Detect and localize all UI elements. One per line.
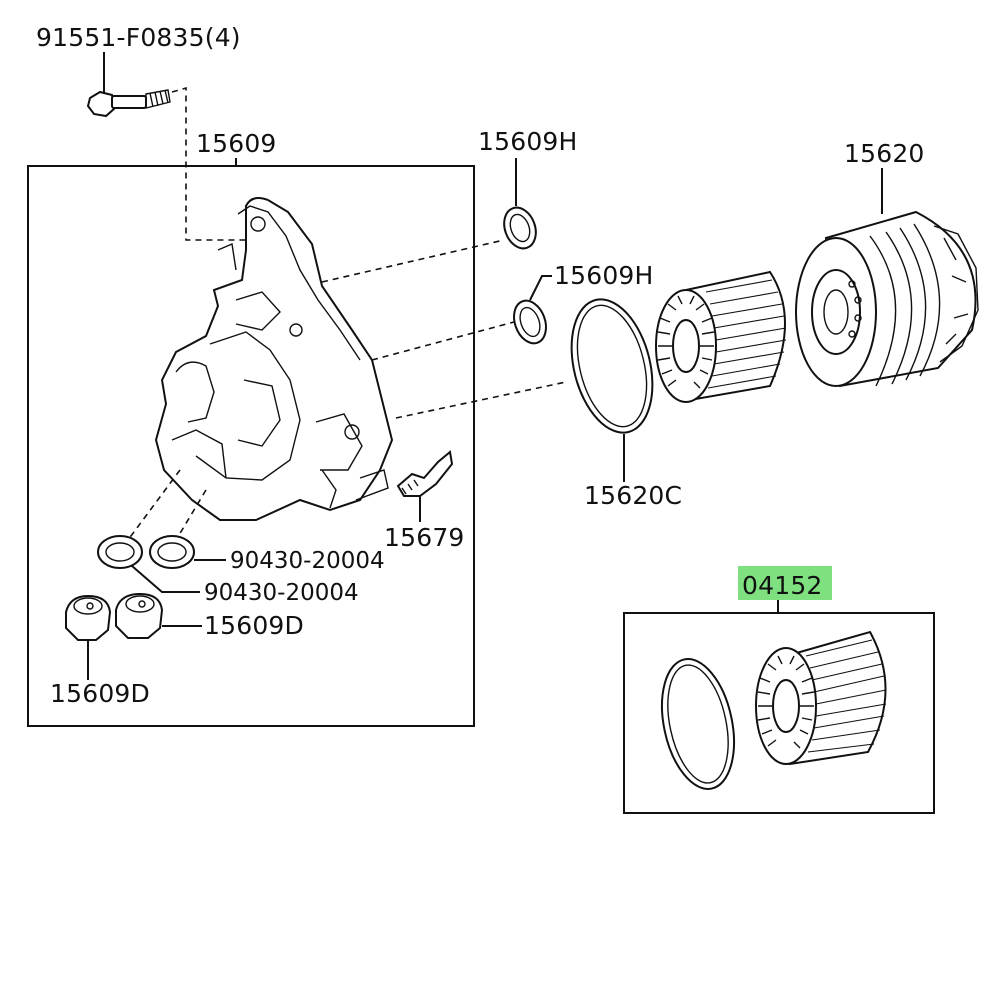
gasket-upper-icon[interactable]	[499, 203, 542, 253]
callout-gasket-lower[interactable]: 15609H	[554, 261, 654, 290]
o-ring-icon[interactable]	[559, 291, 666, 441]
kit-filter-element-icon[interactable]	[755, 630, 887, 766]
callout-plug-right[interactable]: 15609D	[204, 611, 304, 640]
callout-washer-b[interactable]: 90430-20004	[204, 580, 359, 606]
callout-bolt[interactable]: 91551-F0835(4)	[36, 23, 241, 52]
housing-group-box	[27, 165, 475, 727]
callout-clip[interactable]: 15679	[384, 523, 465, 552]
callout-washer-a[interactable]: 90430-20004	[230, 548, 385, 574]
callout-oring[interactable]: 15620C	[584, 481, 682, 510]
drain-plug-left-icon[interactable]	[65, 594, 112, 641]
housing-icon[interactable]	[154, 197, 394, 521]
clip-icon[interactable]	[396, 450, 454, 497]
callout-cap[interactable]: 15620	[844, 139, 925, 168]
callout-gasket-upper[interactable]: 15609H	[478, 127, 578, 156]
washer-right-icon[interactable]	[149, 535, 195, 569]
bolt-icon[interactable]	[86, 89, 171, 118]
filter-element-icon[interactable]	[655, 270, 787, 403]
washer-left-icon[interactable]	[97, 535, 143, 569]
drain-plug-right-icon[interactable]	[115, 592, 164, 639]
kit-o-ring-icon[interactable]	[651, 652, 745, 795]
gasket-lower-icon[interactable]	[508, 296, 551, 348]
callout-kit[interactable]: 04152	[742, 571, 823, 600]
callout-housing[interactable]: 15609	[196, 129, 277, 158]
callout-plug-left[interactable]: 15609D	[50, 679, 150, 708]
filter-cap-icon[interactable]	[795, 210, 979, 388]
kit-highlight	[738, 566, 832, 600]
